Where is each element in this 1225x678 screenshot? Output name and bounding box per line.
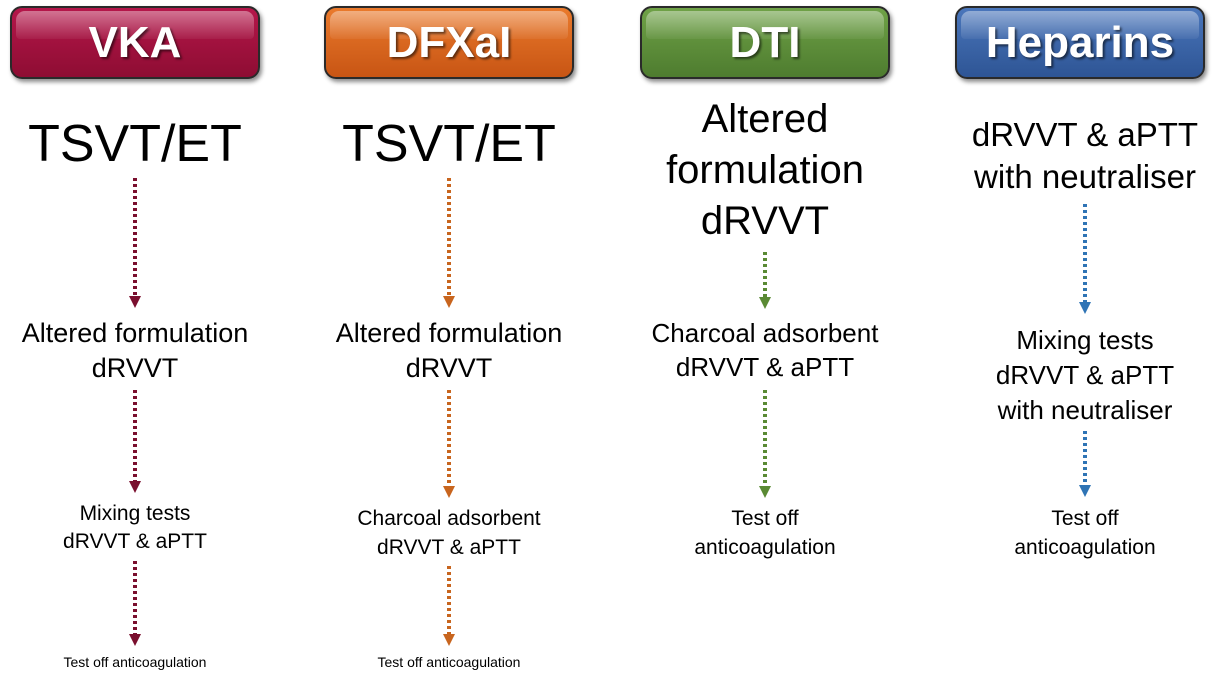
dti-step-2: Charcoal adsorbent dRVVT & aPTT (651, 318, 879, 382)
heparins-step-2: Mixing tests dRVVT & aPTT with neutralis… (995, 325, 1175, 425)
vka-step-4: Test off anticoagulation (63, 654, 207, 670)
arrow-head (129, 481, 141, 493)
dti-arrow-1 (758, 252, 772, 309)
header-dfxai: DFXaI (324, 6, 574, 79)
arrow-head (443, 634, 455, 646)
dotted-arrow (129, 561, 141, 646)
heparins-arrow-2 (1078, 431, 1092, 497)
arrow-head (129, 296, 141, 308)
arrow-head (1079, 302, 1091, 314)
header-vka-label: VKA (88, 17, 182, 67)
arrow-head (443, 486, 455, 498)
header-vka: VKA (10, 6, 260, 79)
header-dti: DTI (640, 6, 890, 79)
dti-arrow-2 (758, 390, 772, 498)
arrow-head (1079, 485, 1091, 497)
arrow-head (759, 297, 771, 309)
dotted-arrow (443, 390, 455, 498)
dotted-arrow (1079, 431, 1091, 497)
header-dfxai-label: DFXaI (386, 17, 512, 67)
dotted-arrow (129, 390, 141, 493)
arrow-head (443, 296, 455, 308)
dotted-arrow (759, 252, 771, 309)
heparins-arrow-1 (1078, 204, 1092, 314)
arrow-head (759, 486, 771, 498)
dfxai-arrow-1 (442, 178, 456, 308)
vka-step-3: Mixing tests dRVVT & aPTT (63, 502, 207, 553)
vka-step-2: Altered formulation dRVVT (21, 318, 249, 383)
dotted-arrow (1079, 204, 1091, 314)
vka-step-1: TSVT/ET (28, 115, 242, 173)
dotted-arrow (443, 566, 455, 646)
dti-step-3: Test off anticoagulation (694, 507, 836, 559)
header-heparins-label: Heparins (985, 17, 1175, 67)
vka-arrow-2 (128, 390, 142, 493)
dotted-arrow (129, 178, 141, 308)
heparins-step-1: dRVVT & aPTT with neutraliser (971, 116, 1199, 195)
dti-step-1: Altered formulation dRVVT (666, 97, 864, 243)
vka-arrow-1 (128, 178, 142, 308)
vka-arrow-3 (128, 561, 142, 646)
dfxai-arrow-2 (442, 390, 456, 498)
dfxai-step-2: Altered formulation dRVVT (335, 318, 563, 383)
dfxai-arrow-3 (442, 566, 456, 646)
dotted-arrow (443, 178, 455, 308)
header-dti-label: DTI (729, 17, 801, 67)
arrow-head (129, 634, 141, 646)
dfxai-step-3: Charcoal adsorbent dRVVT & aPTT (357, 507, 541, 559)
dfxai-step-1: TSVT/ET (342, 115, 556, 173)
header-heparins: Heparins (955, 6, 1205, 79)
dotted-arrow (759, 390, 771, 498)
heparins-step-3: Test off anticoagulation (1014, 507, 1156, 559)
dfxai-step-4: Test off anticoagulation (377, 654, 521, 670)
